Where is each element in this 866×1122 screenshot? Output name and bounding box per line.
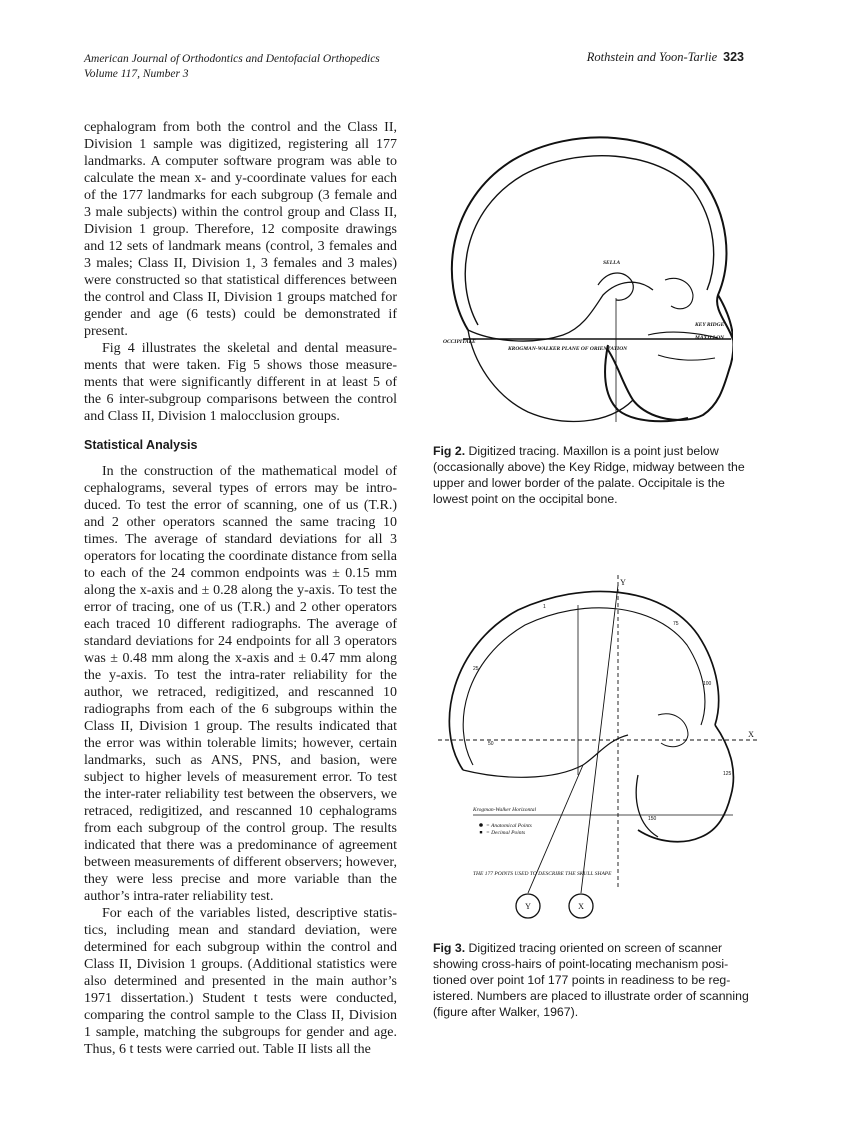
mandible-outline: [635, 774, 659, 838]
legend-dot-icon: [479, 823, 483, 827]
mandible-outline: [604, 344, 689, 423]
paragraph-1: cephalogram from both the control and th…: [84, 120, 397, 339]
figure-2-skull-tracing: SELLA OCCIPITALE KEY RIDGE MAXILLON KROG…: [433, 130, 735, 425]
journal-title: American Journal of Orthodontics and Den…: [84, 53, 380, 65]
scan-number: 25: [473, 666, 479, 672]
legend-square-icon: [479, 831, 483, 834]
paragraph-3: In the construction of the mathematical …: [84, 464, 397, 904]
palate-contour: [647, 331, 719, 339]
figure-3-caption: Fig 3. Digitized tracing oriented on scr…: [433, 940, 749, 1020]
orbit-contour: [664, 277, 694, 310]
figure-3-drawing: Y X X Y 1 25 50 75 100 125 150 Krogman-W…: [438, 575, 758, 919]
dial-y-label: Y: [525, 902, 531, 911]
figure-2-caption-text: Digitized tracing. Maxillon is a point j…: [433, 444, 745, 506]
y-axis-dial: [568, 893, 594, 919]
scan-number: 1: [543, 604, 546, 610]
running-head-journal: American Journal of Orthodontics and Den…: [84, 52, 380, 82]
dial-x-label: X: [578, 902, 584, 911]
scan-number: 125: [723, 771, 732, 777]
running-head-authors: Rothstein and Yoon-Tarlie 323: [587, 50, 744, 65]
body-column: cephalogram from both the control and th…: [84, 119, 397, 1058]
legend-anatomical: = Anatomical Points: [486, 823, 532, 829]
x-axis-dial: [515, 893, 541, 919]
figure-2-caption-label: Fig 2.: [433, 444, 466, 458]
legend-decimal: = Decimal Points: [486, 830, 525, 836]
section-heading: Statistical Analysis: [84, 438, 198, 452]
label-sella: SELLA: [603, 260, 620, 266]
orbit-contour: [657, 713, 689, 748]
scan-number: 50: [488, 741, 494, 747]
occipital-contour: [467, 329, 634, 423]
label-key-ridge: KEY RIDGE: [694, 322, 725, 328]
face-outline: [637, 724, 735, 843]
inner-cranium-outline: [462, 607, 706, 766]
figure-3-caption-label: Fig 3.: [433, 941, 466, 955]
cranium-outline: [448, 590, 720, 771]
figure-2-drawing: SELLA OCCIPITALE KEY RIDGE MAXILLON KROG…: [443, 136, 735, 423]
paragraph-2: Fig 4 illustrates the skeletal and denta…: [84, 341, 397, 424]
inner-cranium-outline: [464, 155, 715, 326]
cranial-base: [462, 734, 629, 778]
cranial-base: [467, 281, 654, 342]
paragraph-4: For each of the variables listed, descri…: [84, 906, 397, 1057]
scan-number: 100: [703, 681, 712, 687]
label-maxillon: MAXILLON: [694, 335, 725, 341]
journal-volume: Volume 117, Number 3: [84, 68, 189, 80]
figure-3-digitized-tracing: Y X X Y 1 25 50 75 100 125 150 Krogman-W…: [433, 575, 763, 920]
author-names: Rothstein and Yoon-Tarlie: [586, 50, 718, 64]
sella-contour: [597, 272, 634, 301]
page-number: 323: [723, 50, 744, 64]
face-outline: [607, 294, 735, 421]
label-occipitale: OCCIPITALE: [443, 339, 476, 345]
scan-number: 150: [648, 816, 657, 822]
scan-number: 75: [673, 621, 679, 627]
axis-y-label: Y: [620, 578, 626, 587]
axis-x-label: X: [748, 730, 754, 739]
label-177-points: THE 177 POINTS USED TO DESCRIBE THE SKUL…: [473, 871, 612, 877]
figure-2-caption: Fig 2. Digitized tracing. Maxillon is a …: [433, 443, 749, 507]
pointer-line-2: [580, 584, 619, 894]
figure-3-caption-text: Digitized tracing oriented on screen of …: [433, 941, 749, 1019]
pointer-line-1: [527, 764, 584, 894]
teeth-contour: [657, 354, 716, 361]
label-krogman-walker-horizontal: Krogman-Walker Horizontal: [472, 807, 536, 813]
label-plane: KROGMAN-WALKER PLANE OF ORIENTATION: [507, 346, 628, 352]
